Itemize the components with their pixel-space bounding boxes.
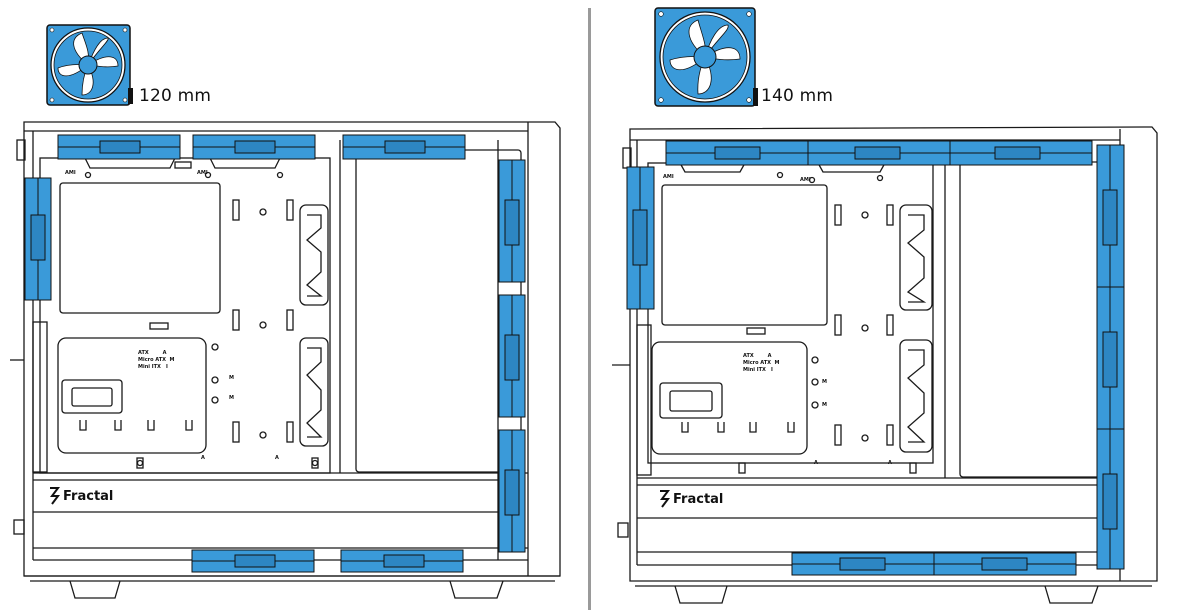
- fractal-logo-icon: [50, 487, 60, 505]
- standoff-label: M: [229, 395, 234, 401]
- rear-fan-120: [24, 177, 52, 301]
- mb-line-atx: ATX A: [743, 353, 772, 359]
- bottom-fans-120: [191, 549, 464, 573]
- standoff-label: A: [201, 455, 205, 461]
- case-outline: [10, 121, 561, 599]
- fan-120-label: 120 mm: [139, 86, 212, 106]
- panel-divider: [588, 8, 591, 610]
- mb-line-itx: Mini ITX I: [743, 367, 773, 373]
- case-outline: [612, 126, 1158, 604]
- standoff-label: M: [822, 402, 827, 408]
- front-fans-120: [498, 159, 526, 553]
- front-fans-140: [1096, 144, 1125, 570]
- standoff-label: A: [814, 460, 818, 466]
- standoff-label: A: [888, 460, 892, 466]
- mb-line-itx: Mini ITX I: [138, 364, 168, 370]
- top-fans-140: [665, 140, 1093, 166]
- rear-fan-140: [626, 166, 655, 310]
- top-fans-120: [57, 134, 466, 160]
- brand-name-right: Fractal: [673, 492, 724, 507]
- case-diagram-120: [10, 24, 561, 599]
- standoff-label: M: [229, 375, 234, 381]
- fan-140-icon: [654, 7, 758, 107]
- mb-line-matx: Micro ATX M: [138, 357, 175, 363]
- standoff-label: AMI: [800, 177, 811, 183]
- bottom-fans-140: [791, 552, 1077, 576]
- standoff-label: AMI: [65, 170, 76, 176]
- brand-name-left: Fractal: [63, 489, 114, 504]
- mb-size-text-left: ATX A Micro ATX M Mini ITX I: [138, 350, 175, 371]
- case-diagram-140: [612, 7, 1158, 604]
- mb-line-matx: Micro ATX M: [743, 360, 780, 366]
- fractal-logo-icon: [660, 490, 670, 508]
- standoff-label: AMI: [663, 174, 674, 180]
- standoff-label: AMI: [197, 170, 208, 176]
- standoff-label: M: [822, 379, 827, 385]
- standoff-label: A: [275, 455, 279, 461]
- mb-size-text-right: ATX A Micro ATX M Mini ITX I: [743, 353, 780, 374]
- fan-120-icon: [46, 24, 133, 106]
- mb-line-atx: ATX A: [138, 350, 167, 356]
- fan-140-label: 140 mm: [761, 86, 834, 106]
